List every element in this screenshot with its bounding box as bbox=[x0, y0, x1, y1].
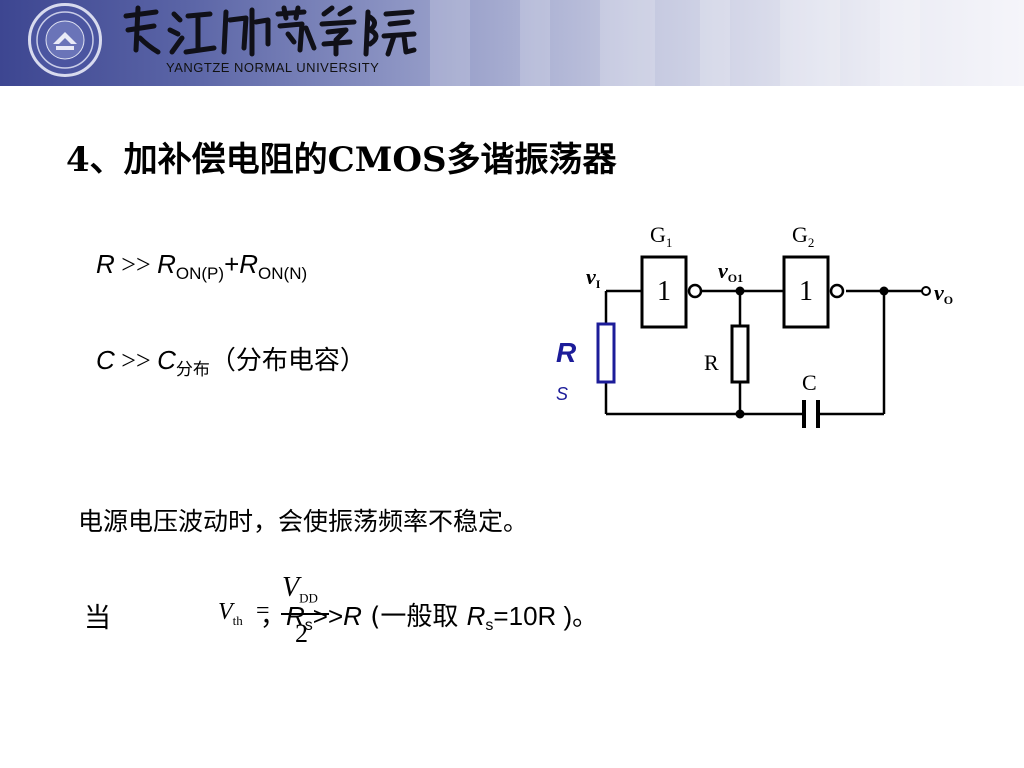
capacitance-condition: C >> C分布（分布电容） bbox=[96, 340, 366, 380]
on-n-subscript: ON(N) bbox=[258, 264, 308, 283]
banner-stripe bbox=[520, 0, 550, 86]
r-symbol: R bbox=[96, 249, 115, 279]
banner-stripe bbox=[430, 0, 470, 86]
distributed-subscript: 分布 bbox=[175, 360, 210, 379]
resistor-rs bbox=[596, 322, 616, 384]
vth-symbol: Vth bbox=[218, 599, 243, 628]
multivibrator-circuit-diagram: 1 1 G1 G2 vI vO1 vO R S R C bbox=[556, 222, 953, 428]
junction-output bbox=[879, 286, 889, 296]
banner-stripe bbox=[780, 0, 840, 86]
vdd-numerator: VDD bbox=[282, 572, 318, 606]
on-p-subscript: ON(P) bbox=[175, 264, 225, 283]
when-label: 当 bbox=[84, 603, 111, 634]
university-english-name: YANGTZE NORMAL UNIVERSITY bbox=[166, 60, 380, 75]
resistor-r bbox=[730, 324, 750, 384]
gate-g2-inverter-bubble bbox=[829, 283, 845, 299]
university-calligraphy-logo bbox=[123, 5, 417, 57]
vo1-label: vO1 bbox=[718, 258, 743, 285]
r-on-symbol-2: R bbox=[239, 249, 259, 279]
gate-g2-label: G2 bbox=[792, 222, 814, 250]
gate-g1-inverter-bubble bbox=[687, 283, 703, 299]
rs-subscript: S bbox=[556, 384, 568, 404]
rs-comparison: ，Rs>>R (一般取 Rs=10R )。 bbox=[260, 601, 599, 634]
vi-label: vI bbox=[586, 264, 601, 291]
much-greater-sign: >> bbox=[114, 250, 158, 279]
r-label: R bbox=[704, 350, 719, 375]
gate-g2-symbol: 1 bbox=[799, 276, 813, 307]
equals-sign: = bbox=[256, 598, 270, 624]
gate-g2 bbox=[782, 255, 830, 329]
output-terminal bbox=[921, 286, 931, 296]
slide-title: 4、加补偿电阻的CMOS多谐振荡器 bbox=[66, 140, 617, 180]
much-greater-sign: >> bbox=[114, 346, 158, 375]
gate-g1 bbox=[640, 255, 688, 329]
header-banner: YANGTZE NORMAL UNIVERSITY bbox=[0, 0, 1024, 86]
banner-stripe bbox=[600, 0, 655, 86]
university-seal-logo bbox=[28, 3, 102, 77]
junction-bottom bbox=[735, 409, 745, 419]
c-label: C bbox=[802, 370, 817, 395]
resistance-condition: R >> RON(P)+RON(N) bbox=[96, 249, 307, 284]
c-symbol: C bbox=[96, 345, 115, 375]
banner-stripe bbox=[700, 0, 730, 86]
fraction-bar bbox=[281, 613, 329, 615]
junction-vo1 bbox=[735, 286, 745, 296]
plus-sign: + bbox=[224, 249, 240, 279]
r-on-symbol: R bbox=[157, 249, 176, 279]
c-dist-symbol: C bbox=[157, 345, 176, 375]
fraction-denominator: 2 bbox=[295, 619, 308, 648]
banner-stripe bbox=[880, 0, 920, 86]
threshold-condition: 当 Vth = VDD 2 ，Rs>>R (一般取 Rs=10R )。 bbox=[84, 572, 724, 652]
rs-label: R bbox=[556, 337, 577, 368]
gate-g1-symbol: 1 bbox=[657, 276, 671, 307]
vo-label: vO bbox=[934, 280, 953, 307]
gate-g1-label: G1 bbox=[650, 222, 672, 250]
stability-note: 电源电压波动时，会使振荡频率不稳定。 bbox=[78, 507, 529, 536]
distributed-capacitance-note: （分布电容） bbox=[209, 346, 366, 376]
